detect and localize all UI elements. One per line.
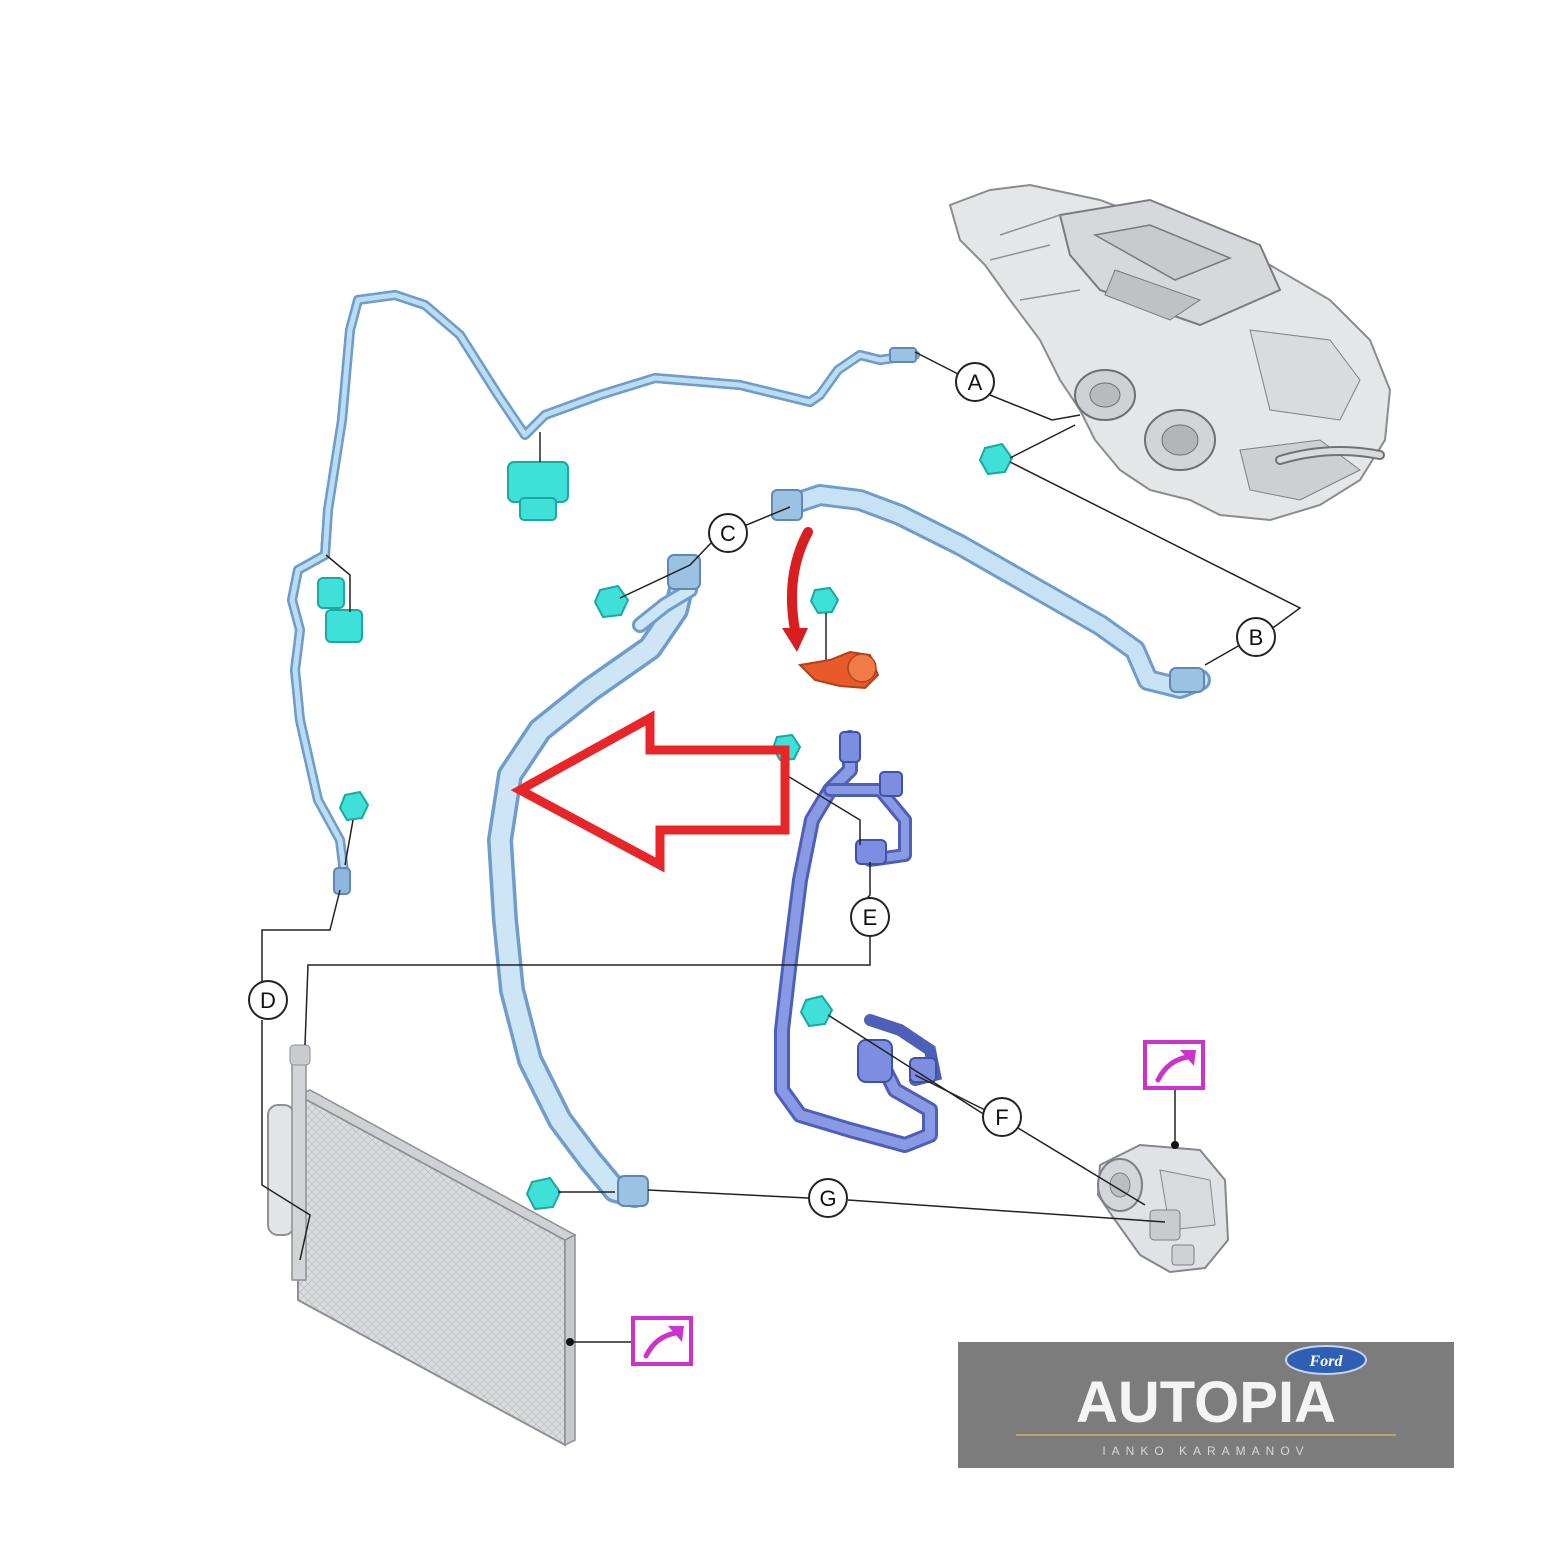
brand-badge: Ford AUTOPIA IANKO KARAMANOV [958, 1342, 1454, 1468]
bolt-a [978, 442, 1014, 476]
callout-g-label: G [819, 1186, 836, 1211]
callout-g: G [808, 1178, 848, 1218]
condenser [267, 1044, 577, 1447]
brand-name: AUTOPIA [1076, 1370, 1336, 1435]
callout-e-label: E [863, 905, 878, 930]
hvac-housing [948, 183, 1392, 522]
external-link-icon[interactable] [631, 1316, 693, 1366]
pressure-sensor [797, 650, 880, 690]
callout-b: B [1236, 617, 1276, 657]
clip-left-upper [317, 554, 363, 643]
callout-c-label: C [720, 521, 736, 546]
callout-f: F [982, 1097, 1022, 1137]
brand-subtitle: IANKO KARAMANOV [1102, 1444, 1309, 1458]
callout-c: C [708, 513, 748, 553]
bolt-left [338, 790, 370, 866]
bolt-center [809, 586, 840, 670]
highlight-arrow [510, 710, 790, 873]
callout-e: E [850, 897, 890, 937]
callout-d: D [248, 980, 288, 1020]
callout-d-label: D [260, 988, 276, 1013]
line-b [771, 484, 1211, 699]
callout-a-label: A [968, 370, 983, 395]
rotation-arrow [782, 527, 813, 652]
ford-oval-logo: Ford [1309, 1353, 1344, 1370]
leader-lines [261, 351, 1302, 1343]
external-link-icon[interactable] [1143, 1040, 1205, 1090]
upper-refrigerant-line [287, 290, 920, 895]
suction-line [487, 554, 701, 1208]
callout-a: A [955, 362, 995, 402]
liquid-line [774, 730, 943, 1153]
callout-b-label: B [1249, 625, 1264, 650]
bolt-g [525, 1176, 562, 1211]
fastener-clips [317, 432, 1014, 1211]
callout-f-label: F [995, 1105, 1008, 1130]
clip-upper-center [507, 432, 569, 521]
bolt-f [799, 994, 834, 1028]
bolt-c [593, 584, 630, 619]
compressor [1096, 1143, 1230, 1274]
